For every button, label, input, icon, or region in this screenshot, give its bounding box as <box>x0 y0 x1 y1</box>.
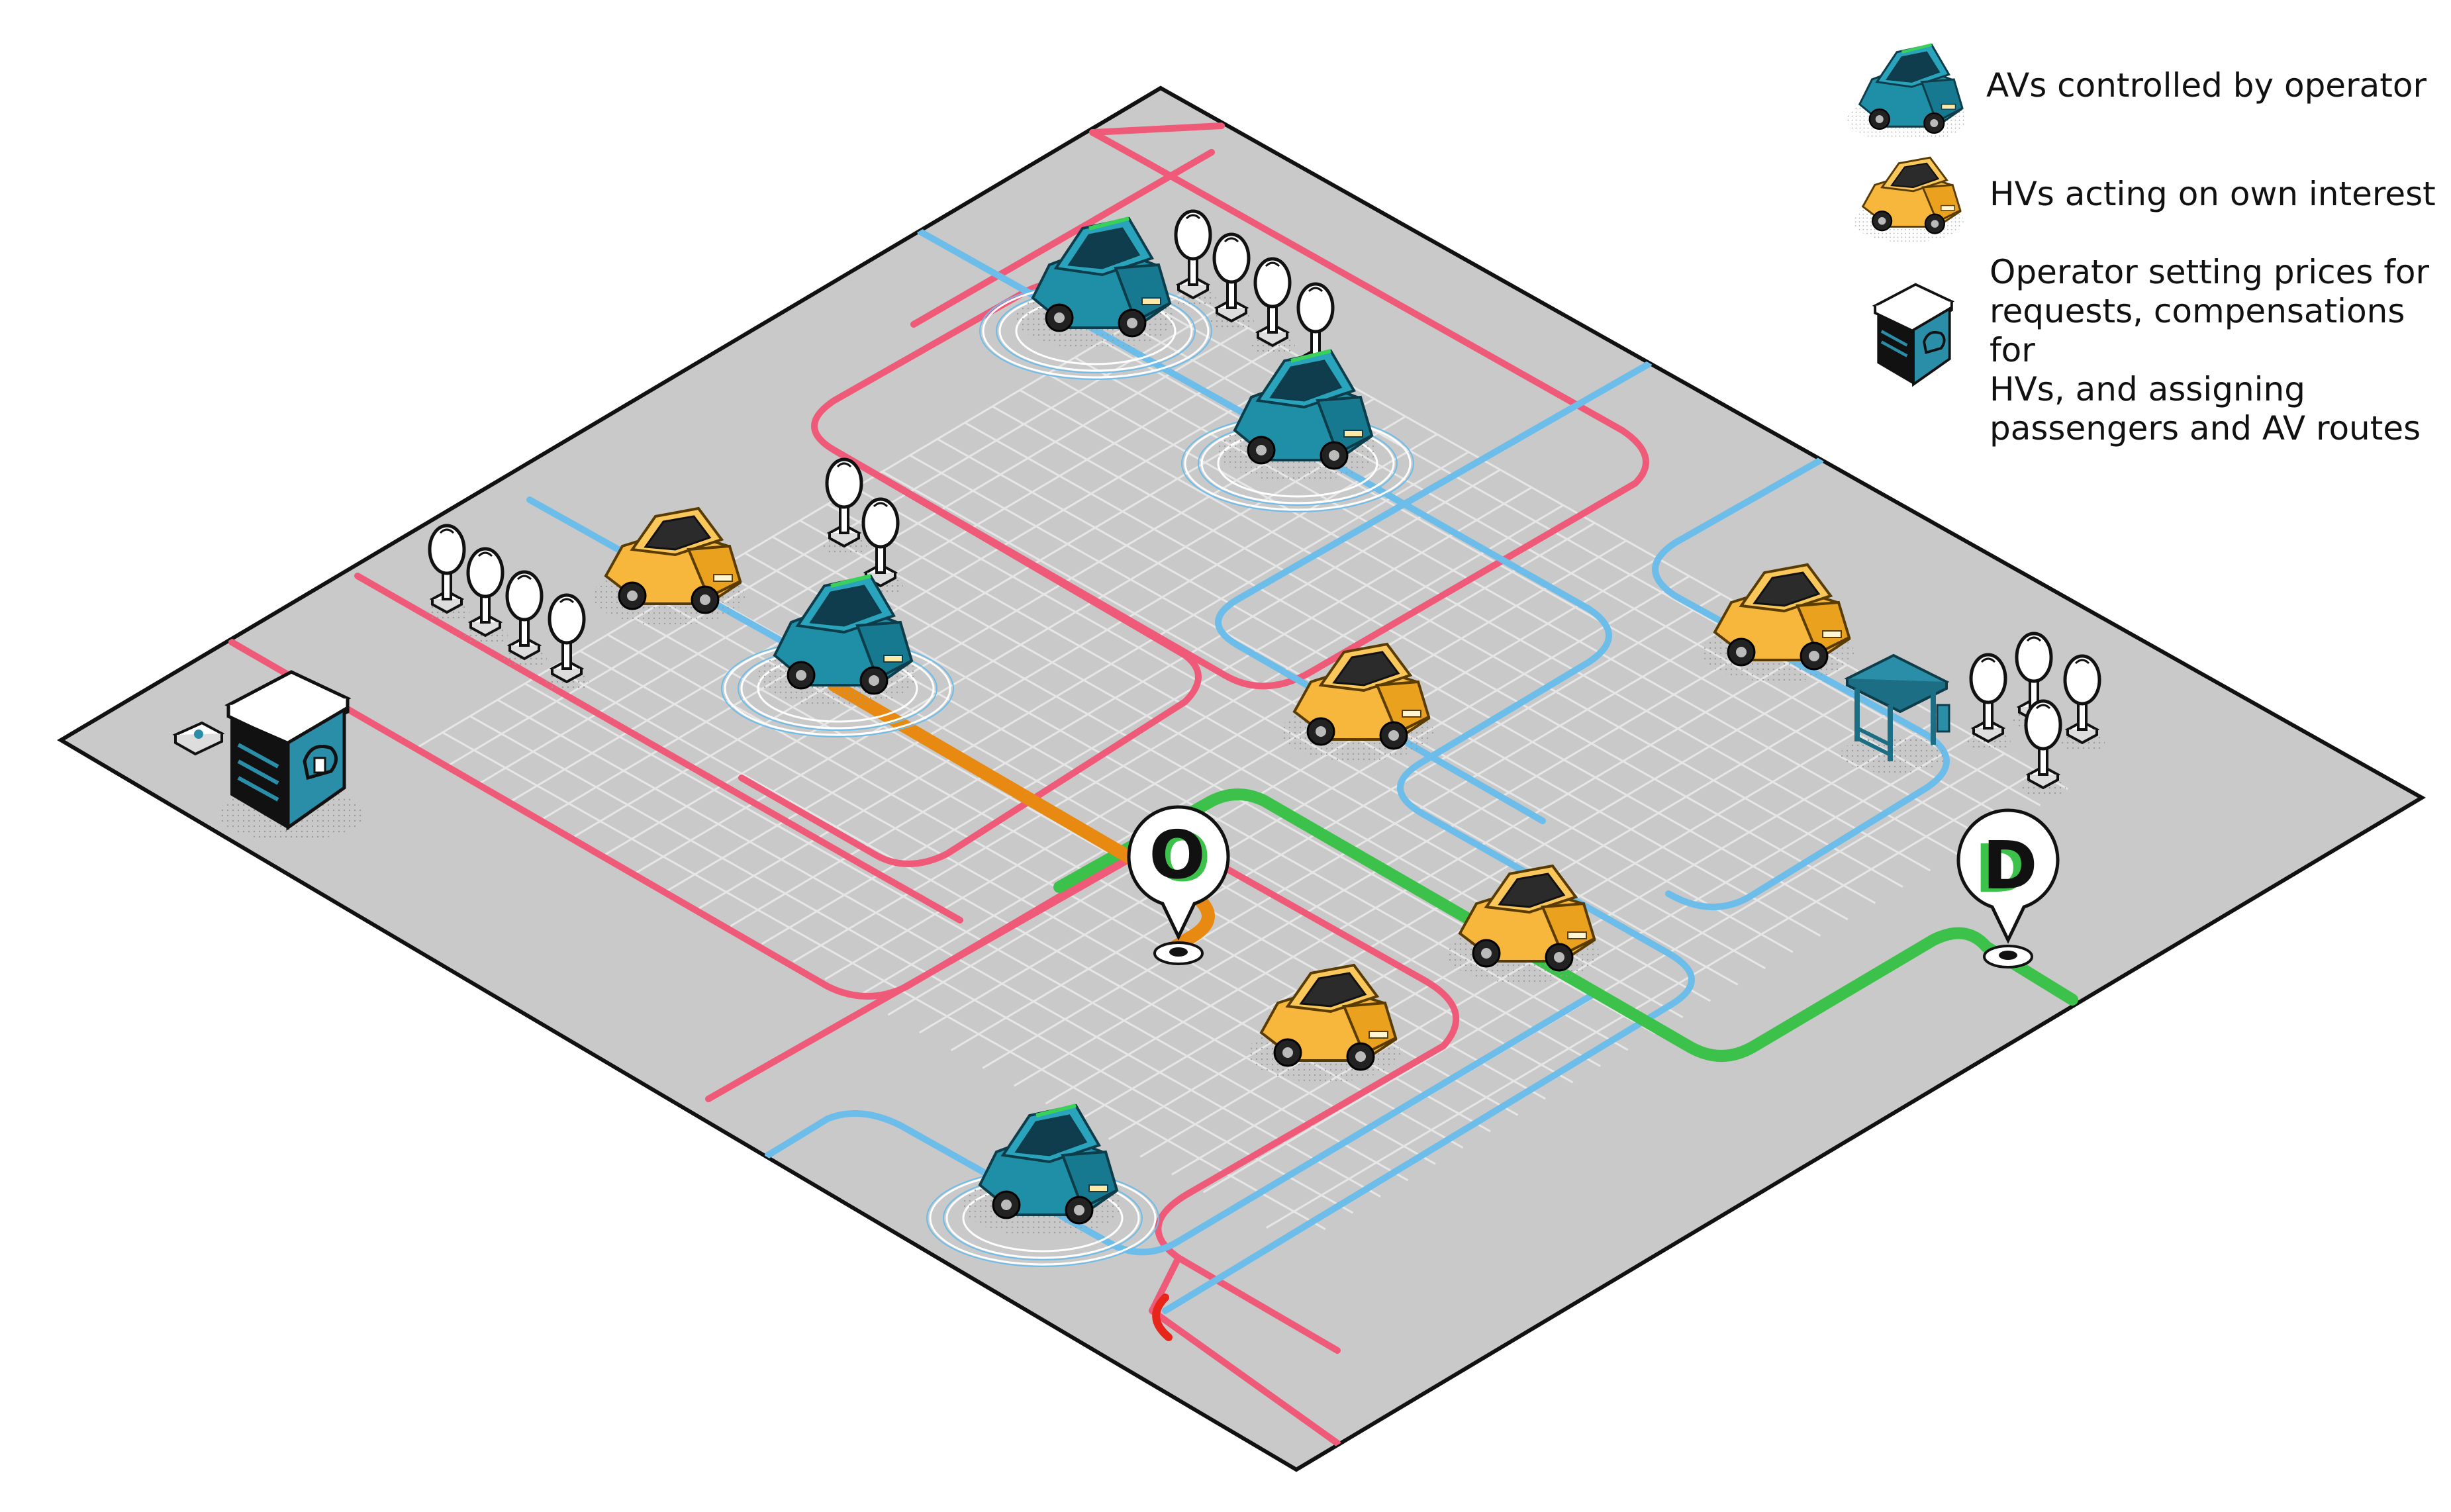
green-route <box>1053 788 2078 1062</box>
legend-operator-line-4: passengers and AV routes <box>1990 409 2421 448</box>
legend-av-label: AVs controlled by operator <box>1986 66 2427 105</box>
destination-letter: D <box>1974 830 2029 908</box>
grid-line <box>1045 646 1816 1105</box>
legend-operator-line-2: requests, compensations for <box>1990 292 2405 369</box>
grid-line <box>442 732 1326 1231</box>
destination-marker: D D <box>1956 808 2060 969</box>
legend-operator-line-3: HVs, and assigning <box>1990 370 2305 408</box>
grid-line <box>497 698 1381 1198</box>
origin-marker: O O <box>1127 805 1230 965</box>
grid-line <box>1077 664 1848 1123</box>
origin-letter: O <box>1154 819 1210 896</box>
grid-line <box>919 575 1690 1034</box>
destination-letter-shadow: D <box>1982 827 2037 904</box>
grid-line <box>1266 770 2037 1229</box>
autonomous-car-icon <box>1847 40 1966 139</box>
blue-routes <box>526 228 1950 1314</box>
grid-line <box>982 610 1753 1069</box>
human-driven-car-icon <box>1852 156 1965 244</box>
grid-line <box>1014 628 1785 1087</box>
operator-server-icon <box>1872 283 1955 387</box>
legend-operator-label: Operator setting prices for requests, co… <box>1990 253 2451 448</box>
legend-operator-line-1: Operator setting prices for <box>1990 253 2430 291</box>
grid-line <box>552 666 1436 1165</box>
grid-line <box>524 683 1409 1182</box>
bus-stop-icon <box>1841 653 1950 773</box>
origin-letter-shadow: O <box>1149 816 1205 894</box>
operator-server-icon <box>172 670 364 841</box>
ground-plate <box>57 85 2426 1472</box>
grid-line <box>950 592 1721 1051</box>
grid-line <box>469 715 1354 1214</box>
grid-line <box>887 557 1658 1016</box>
legend-hv-label: HVs acting on own interest <box>1990 175 2436 213</box>
